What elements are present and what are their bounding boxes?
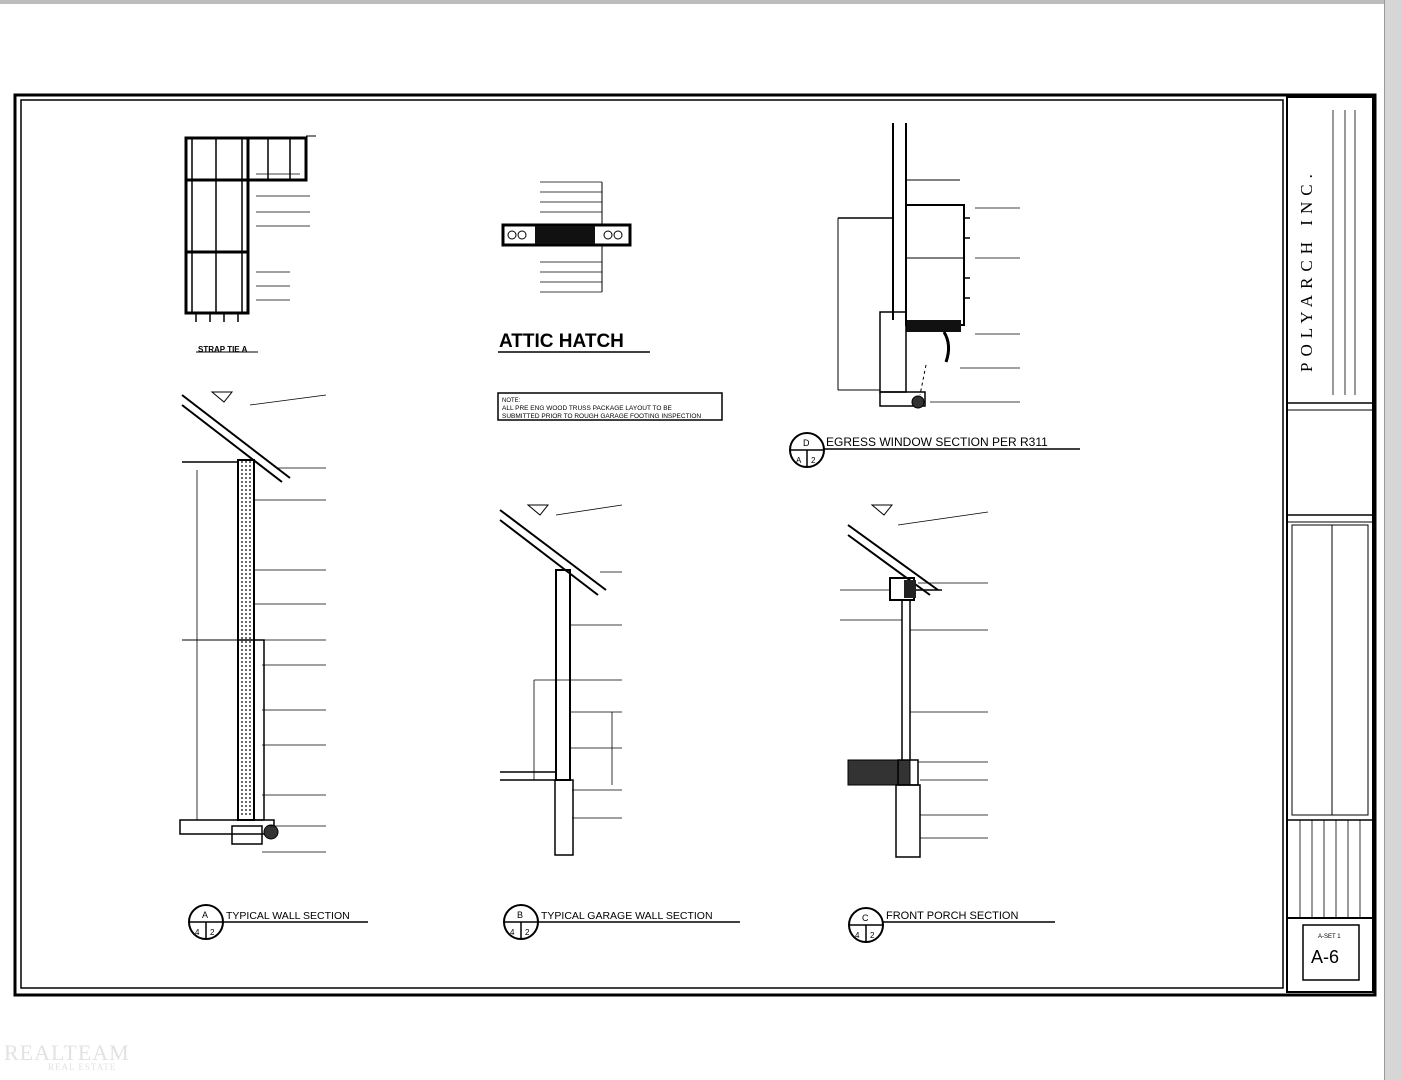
marker-b-letter: B [517,910,523,920]
typical-wall-section-detail [179,391,327,853]
sheet-label: A-SET 1 [1318,934,1341,940]
egress-window-detail [837,123,1020,409]
viewer-scrollbar[interactable] [1384,0,1401,1080]
marker-a-letter: A [202,910,208,920]
watermark-logo: REALTEAM REAL ESTATE [4,1040,129,1076]
marker-d-letter: D [803,438,810,448]
company-name: POLYARCH INC. [1297,168,1316,372]
front-porch-title: FRONT PORCH SECTION [886,910,1018,922]
marker-c-num: 2 [870,931,875,940]
sheet-border [13,93,1377,997]
note-line-2: ALL PRE ENG WOOD TRUSS PACKAGE LAYOUT TO… [502,405,673,412]
marker-a-num: 2 [210,928,215,937]
garage-wall-title: TYPICAL GARAGE WALL SECTION [541,910,713,922]
title-block [1287,110,1373,981]
attic-hatch-detail [498,181,650,353]
egress-window-title: EGRESS WINDOW SECTION PER R311 [826,435,1048,449]
sheet-number: A-6 [1311,947,1339,967]
marker-a-sheet: 4 [195,928,200,937]
watermark-line-2: REAL ESTATE [48,1062,117,1072]
typical-garage-wall-section-detail [499,504,623,856]
front-porch-section-detail [840,504,989,858]
section-markers [188,432,1080,943]
strap-tie-title: STRAP TIE A [198,345,248,354]
marker-b-sheet: 4 [510,928,515,937]
viewer-top-edge [0,0,1401,4]
note-line-3: SUBMITTED PRIOR TO ROUGH GARAGE FOOTING … [502,413,701,420]
marker-c-letter: C [862,913,869,923]
note-line-1: NOTE: [502,398,521,404]
note-box [497,392,723,421]
watermark-line-1: REALTEAM [4,1040,130,1065]
strap-tie-detail [184,135,316,353]
marker-d-sheet: A [796,456,802,465]
marker-b-num: 2 [525,928,530,937]
typical-wall-title: TYPICAL WALL SECTION [226,910,350,922]
marker-c-sheet: 4 [855,931,860,940]
attic-hatch-title: ATTIC HATCH [499,331,624,352]
marker-d-num: 2 [811,456,816,465]
